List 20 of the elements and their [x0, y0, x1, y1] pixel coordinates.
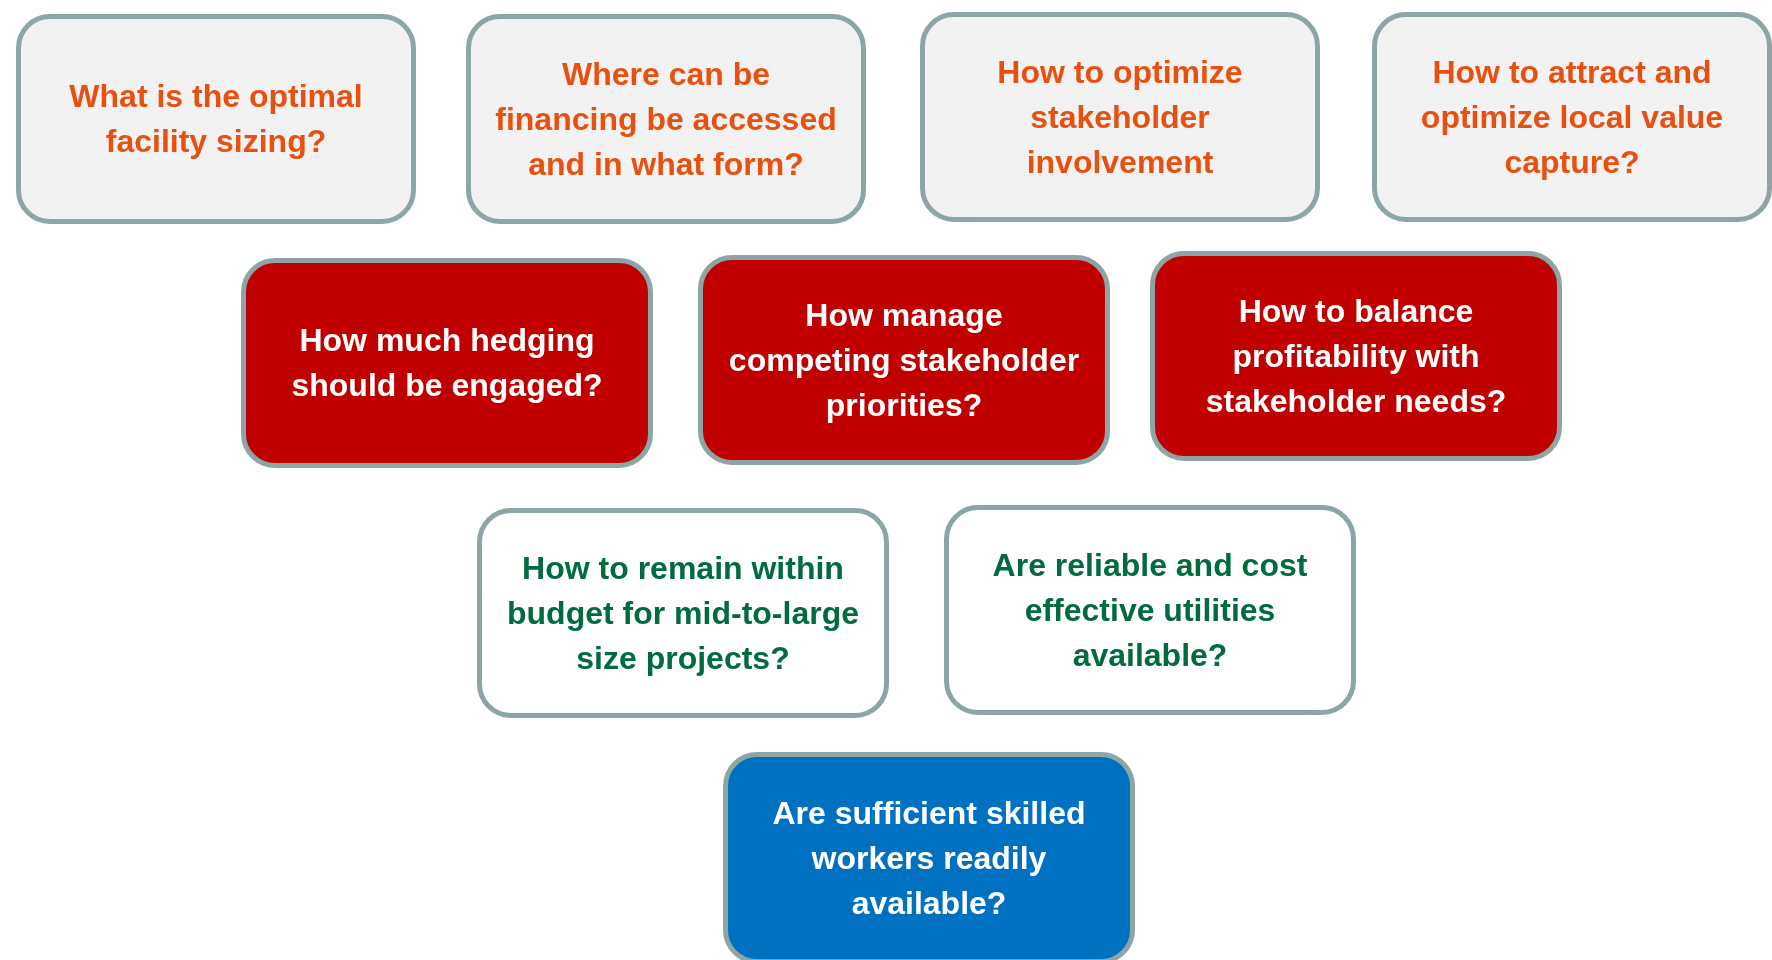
question-card — [466, 14, 866, 224]
question-card — [920, 12, 1320, 222]
question-card — [16, 14, 416, 224]
question-text: What is the optimal facility sizing? — [68, 77, 364, 161]
question-text: Where can be financing be accessed and in what form? — [494, 54, 838, 184]
question-text: How to attract and optimize local value capture? — [1419, 52, 1725, 182]
question-text: How much hedging should be engaged? — [290, 321, 604, 405]
question-card — [241, 258, 653, 468]
question-card — [723, 752, 1135, 960]
question-card — [1372, 12, 1772, 222]
question-text: How to optimize stakeholder involvement — [996, 52, 1244, 182]
question-card — [698, 255, 1110, 465]
question-text: How manage competing stakeholder priorities? — [727, 295, 1081, 425]
question-card — [1150, 251, 1562, 461]
question-text: Are sufficient skilled workers readily available? — [771, 793, 1087, 923]
question-text: How to remain within budget for mid-to-large size projects? — [506, 548, 860, 678]
question-text: How to balance profitability with stakeholder needs? — [1204, 291, 1508, 421]
question-text: Are reliable and cost effective utilities available? — [991, 545, 1309, 675]
question-card — [477, 508, 889, 718]
question-card — [944, 505, 1356, 715]
